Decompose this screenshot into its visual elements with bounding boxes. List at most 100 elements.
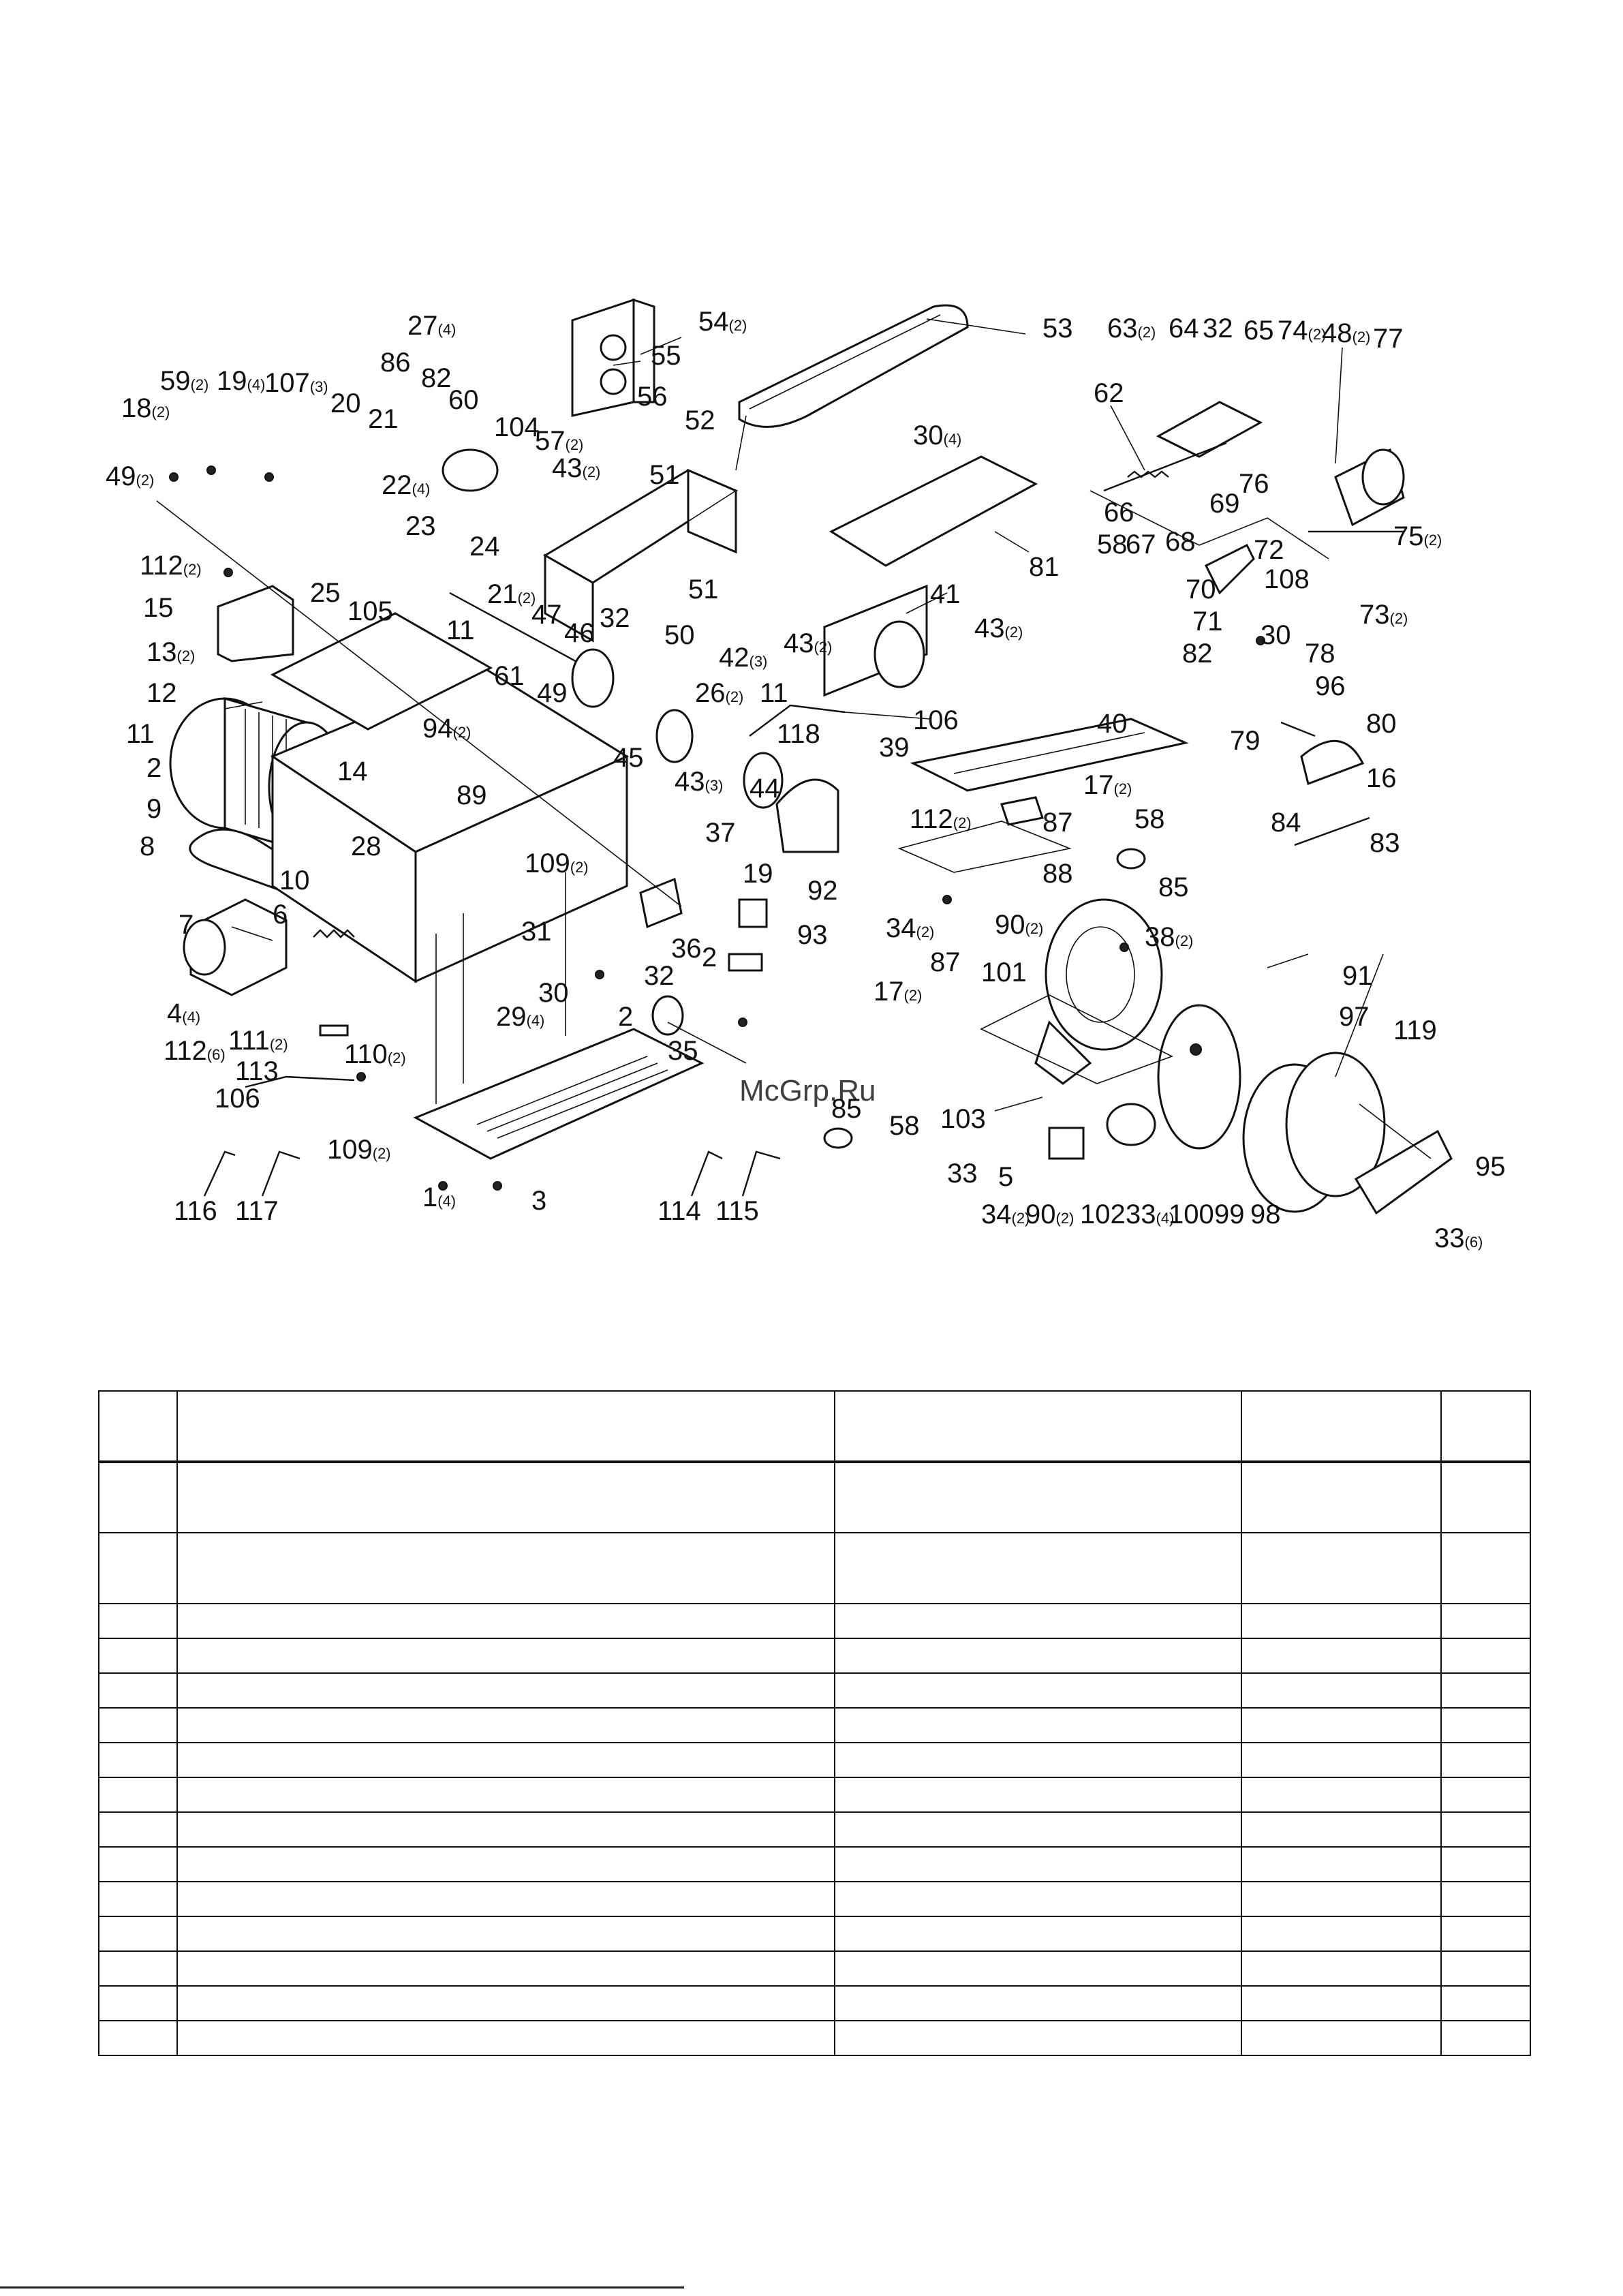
col-header-part-number: [1241, 1390, 1442, 1463]
callout-78: 78: [1305, 639, 1335, 669]
callout-10: 10: [279, 866, 310, 896]
callout-number: 11: [446, 615, 475, 645]
callout-number: 16: [1366, 763, 1397, 793]
cell-qty: [1440, 1950, 1531, 1987]
cell-specification: [834, 1707, 1242, 1743]
callout-quantity: (4): [412, 480, 431, 498]
callout-number: 58: [889, 1111, 920, 1141]
platen-plate: [829, 455, 1038, 567]
callout-99: 99: [1214, 1199, 1245, 1229]
cell-part-number: [1241, 1532, 1442, 1604]
sanding-disc-plate: [1157, 1004, 1241, 1150]
callout-quantity: (2): [953, 814, 972, 831]
callout-number: 14: [337, 756, 368, 786]
callout-number: 94: [422, 714, 453, 744]
table-row: [98, 1603, 1531, 1639]
callout-93: 93: [797, 920, 828, 950]
callout-quantity: (2): [916, 923, 935, 940]
callout-quantity: (3): [749, 653, 768, 670]
callout-32b: 32: [600, 603, 630, 633]
pulley-guard: [775, 778, 839, 853]
cell-specification: [834, 1985, 1242, 2021]
callout-number: 86: [380, 348, 411, 378]
callout-63: 63(2): [1107, 313, 1156, 343]
callout-116: 116: [174, 1196, 217, 1226]
callout-30a: 30(4): [913, 420, 961, 450]
callout-55: 55: [651, 341, 681, 371]
callout-112c: 112(6): [164, 1036, 226, 1066]
belt-frame: [543, 468, 739, 643]
callout-114: 114: [658, 1196, 701, 1226]
callout-59: 59(2): [160, 366, 208, 396]
cell-no: [98, 1881, 178, 1917]
col-header-description: [176, 1390, 835, 1463]
callout-number: 48: [1322, 318, 1352, 348]
callout-112b: 112(2): [910, 804, 972, 834]
callout-105: 105: [347, 596, 393, 626]
cell-description: [176, 1950, 835, 1987]
callout-number: 45: [613, 743, 644, 773]
screw: [264, 472, 274, 482]
callout-number: 13: [146, 637, 177, 667]
callout-6: 6: [273, 900, 288, 930]
callout-43a: 43(2): [552, 453, 600, 483]
callout-94: 94(2): [422, 714, 471, 744]
callout-number: 106: [215, 1084, 260, 1114]
callout-number: 119: [1393, 1015, 1437, 1045]
callout-number: 106: [913, 705, 959, 735]
table-row: [98, 1777, 1531, 1813]
callout-number: 87: [930, 947, 961, 977]
callout-number: 102: [1080, 1199, 1126, 1229]
callout-22: 22(4): [382, 470, 430, 500]
callout-54: 54(2): [698, 307, 747, 337]
callout-number: 83: [1370, 828, 1400, 858]
callout-57: 57(2): [535, 426, 583, 456]
callout-number: 49: [537, 678, 568, 708]
callout-quantity: (2): [270, 1036, 288, 1053]
callout-quantity: (2): [1012, 1210, 1030, 1227]
callout-39: 39: [879, 733, 910, 763]
callout-number: 19: [743, 859, 773, 889]
callout-number: 109: [327, 1135, 373, 1165]
callout-quantity: (4): [944, 431, 962, 448]
assembly-line: [156, 500, 682, 907]
callout-41: 41: [930, 579, 961, 609]
callout-40: 40: [1097, 709, 1128, 739]
cell-qty: [1440, 2020, 1531, 2056]
callout-82b: 82: [1182, 639, 1213, 669]
tension-spring: [1127, 470, 1169, 478]
callout-number: 26: [695, 678, 726, 708]
disc-hub: [1190, 1043, 1202, 1056]
callout-3: 3: [531, 1186, 546, 1216]
callout-90a: 90(2): [995, 910, 1043, 940]
table-row: [98, 1881, 1531, 1917]
assembly-line: [1089, 490, 1329, 560]
callout-64: 64: [1169, 313, 1199, 343]
callout-number: 2: [618, 1002, 633, 1032]
callout-25: 25: [310, 578, 341, 608]
table-row: [98, 1707, 1531, 1743]
callout-number: 62: [1094, 378, 1124, 408]
cell-no: [98, 1846, 178, 1882]
callout-number: 33: [1434, 1223, 1465, 1253]
callout-number: 112: [164, 1036, 207, 1066]
callout-quantity: (2): [1025, 920, 1044, 937]
callout-quantity: (4): [527, 1012, 545, 1029]
cell-no: [98, 1950, 178, 1987]
callout-53: 53: [1042, 313, 1073, 343]
callout-9: 9: [146, 794, 161, 824]
callout-115: 115: [715, 1196, 759, 1226]
callout-number: 107: [264, 368, 310, 398]
callout-32c: 32: [644, 961, 675, 991]
callout-107: 107(3): [264, 368, 328, 398]
callout-quantity: (2): [1138, 324, 1156, 341]
callout-80: 80: [1366, 709, 1397, 739]
callout-11a: 11: [446, 615, 475, 645]
callout-number: 58: [1097, 530, 1128, 560]
callout-number: 75: [1393, 521, 1424, 551]
callout-66: 66: [1104, 498, 1134, 527]
callout-85a: 85: [1158, 872, 1189, 902]
callout-32a: 32: [1203, 313, 1233, 343]
callout-44: 44: [749, 774, 780, 803]
callout-number: 37: [705, 818, 736, 848]
